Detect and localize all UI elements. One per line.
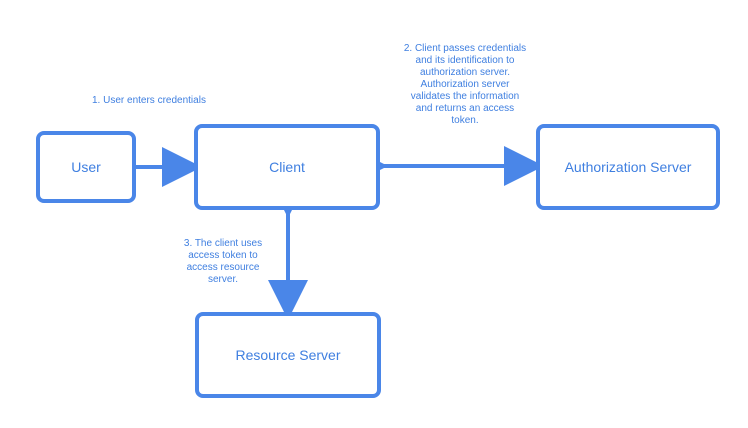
resource-server-node-label: Resource Server	[235, 347, 341, 363]
client-node: Client	[194, 124, 380, 210]
authorization-server-node-label: Authorization Server	[564, 159, 692, 175]
authorization-server-node: Authorization Server	[536, 124, 720, 210]
step-3-note: 3. The client uses access token to acces…	[183, 238, 263, 285]
step-1-note: 1. User enters credentials	[92, 95, 206, 106]
client-node-label: Client	[269, 159, 305, 175]
user-node-label: User	[71, 159, 101, 175]
resource-server-node: Resource Server	[195, 312, 381, 398]
user-node: User	[36, 131, 136, 203]
step-2-note: 2. Client passes credentials and its ide…	[403, 43, 527, 126]
